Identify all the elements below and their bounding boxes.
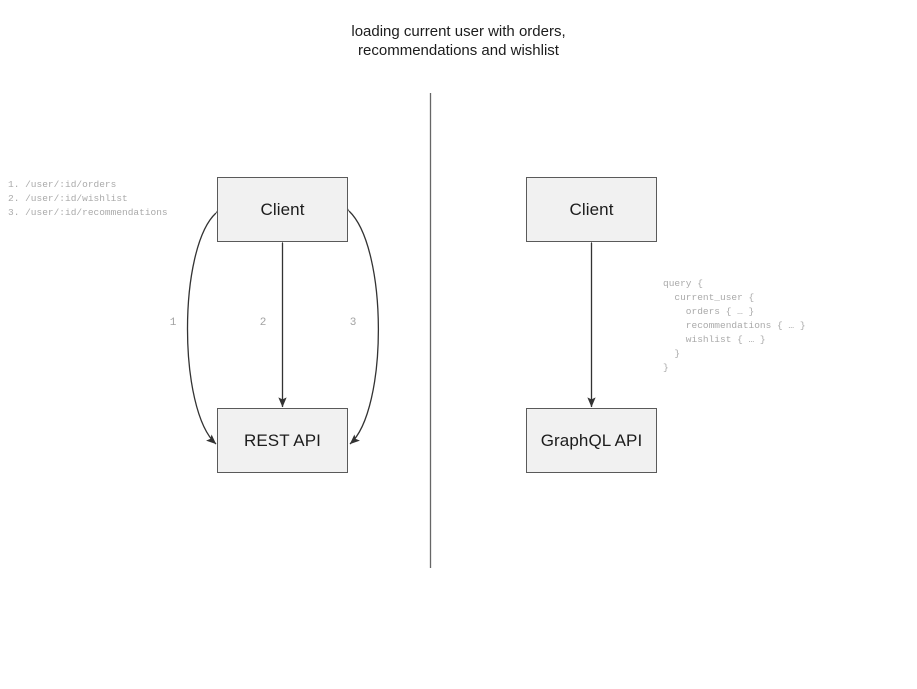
- diagram-title: loading current user with orders, recomm…: [351, 23, 566, 59]
- node-client-graphql[interactable]: Client: [526, 177, 657, 242]
- graphql-query-snippet: query { current_user { orders { … } reco…: [663, 278, 806, 373]
- edge-label-2: 2: [259, 317, 267, 329]
- node-rest-api[interactable]: REST API: [217, 408, 348, 473]
- node-client-rest[interactable]: Client: [217, 177, 348, 242]
- edge-label-1: 1: [169, 317, 177, 329]
- node-graphql-api[interactable]: GraphQL API: [526, 408, 657, 473]
- edge-label-3: 3: [349, 317, 357, 329]
- rest-endpoints-list: 1. /user/:id/orders 2. /user/:id/wishlis…: [8, 179, 168, 218]
- edge-1-curve: [186, 203, 226, 445]
